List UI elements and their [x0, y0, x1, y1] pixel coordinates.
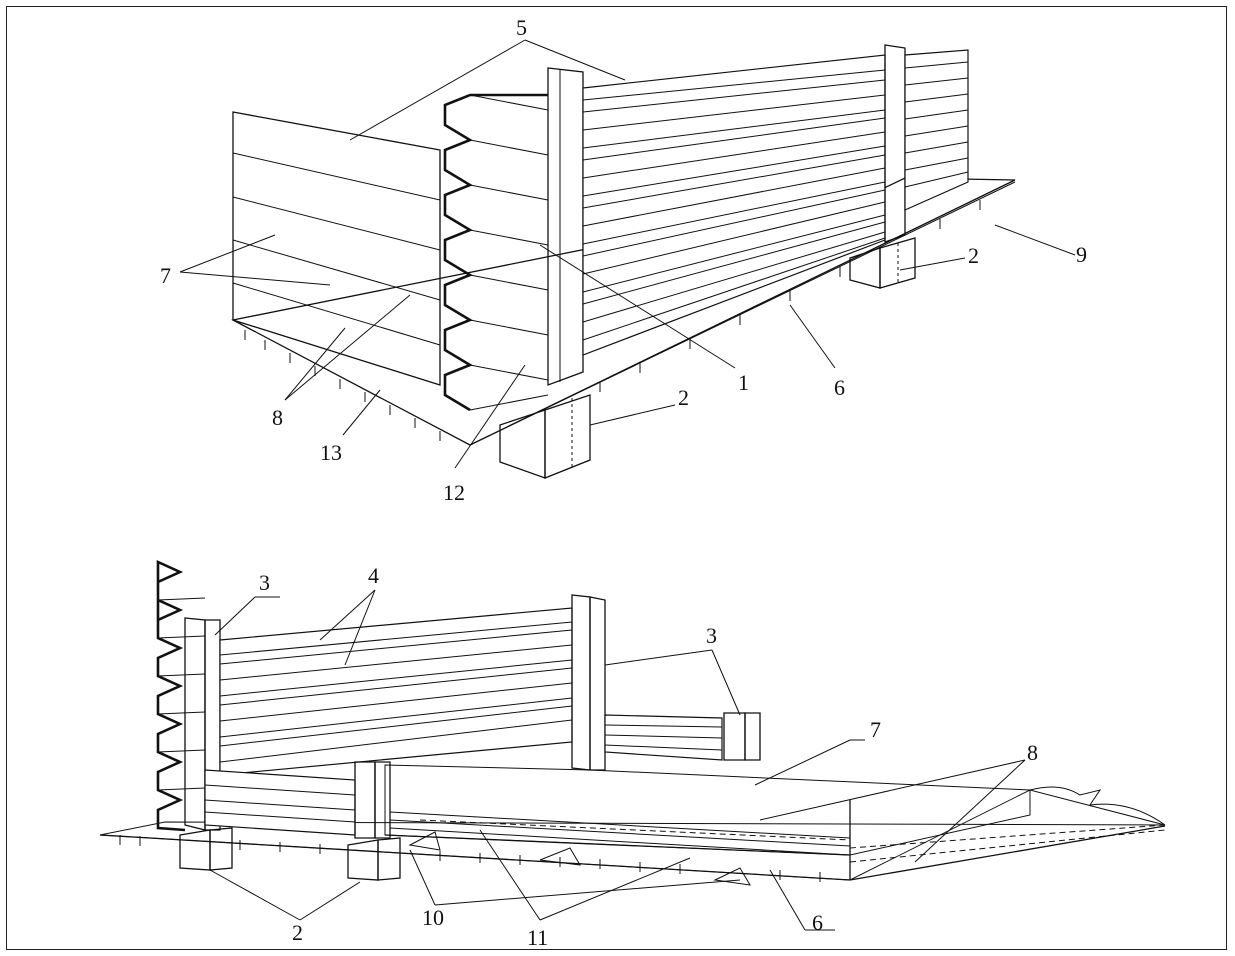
label-3-right: 3: [706, 623, 717, 648]
figure-frame: [6, 6, 1227, 950]
label-7: 7: [160, 263, 171, 288]
label-7-bottom: 7: [870, 717, 881, 742]
label-4: 4: [368, 563, 379, 588]
label-1: 1: [738, 370, 749, 395]
long-wall: [582, 54, 886, 356]
label-12: 12: [443, 480, 465, 505]
support-block-bottom-mid: [347, 837, 401, 881]
label-6-bottom: 6: [812, 910, 823, 935]
ground-ticks-top: [244, 200, 981, 441]
support-block-back: [849, 237, 916, 289]
support-block-front: [499, 394, 591, 479]
label-11: 11: [527, 925, 548, 950]
label-10: 10: [422, 905, 444, 930]
label-5: 5: [516, 15, 527, 40]
back-wall: [219, 607, 573, 776]
label-9: 9: [1076, 242, 1087, 267]
top-view: 5 7 8 13 12 2 1 6 2 9: [160, 15, 1087, 505]
label-3-left: 3: [259, 570, 270, 595]
label-2-bottom: 2: [292, 920, 303, 945]
corrugated-profile: [443, 93, 548, 412]
support-block-bottom-left: [179, 827, 233, 871]
label-6: 6: [834, 375, 845, 400]
bottom-view: 3 4 3 7 8 2 10 11 6: [99, 559, 1166, 950]
label-8: 8: [272, 405, 283, 430]
label-13: 13: [320, 440, 342, 465]
post-back: [884, 44, 906, 243]
concrete-wall: [232, 111, 441, 386]
label-2-back: 2: [968, 243, 979, 268]
post-front: [547, 67, 584, 386]
label-2-front: 2: [678, 385, 689, 410]
left-profile: [156, 559, 186, 832]
label-8-bottom: 8: [1027, 740, 1038, 765]
